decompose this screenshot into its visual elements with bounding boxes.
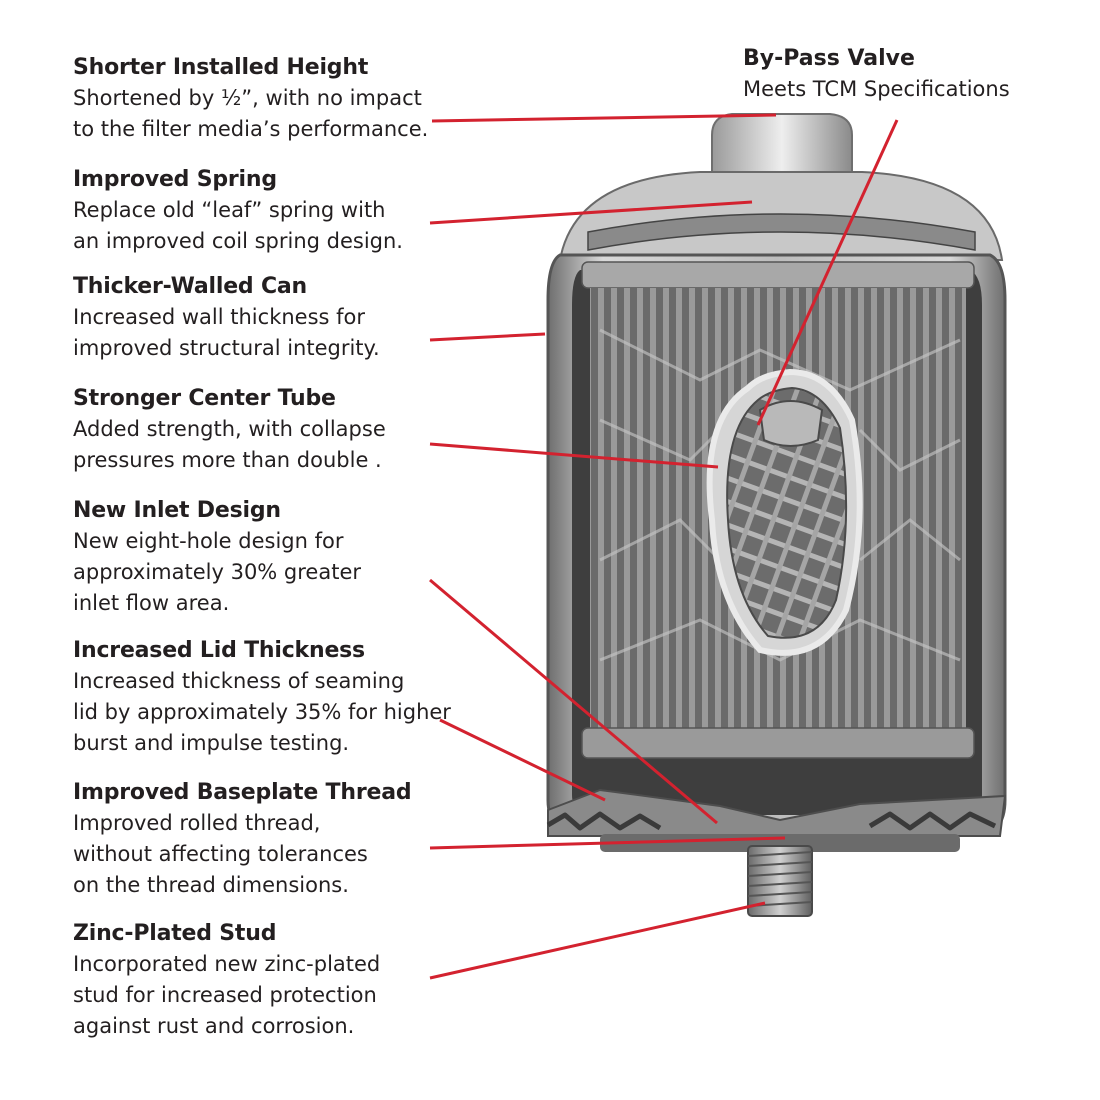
feature-title: Stronger Center Tube [73, 386, 336, 411]
feature-center-tube: Stronger Center Tube Added strength, wit… [73, 384, 493, 476]
lower-end-cap [581, 727, 975, 759]
feature-desc: Shortened by ½”, with no impact to the f… [73, 86, 429, 141]
filter-illustration [546, 113, 1007, 917]
callout-line-height [431, 113, 777, 123]
feature-inlet-design: New Inlet Design New eight-hole design f… [73, 496, 493, 619]
feature-desc: Improved rolled thread, without affectin… [73, 811, 368, 897]
upper-end-cap [581, 261, 975, 289]
feature-desc: New eight-hole design for approximately … [73, 529, 362, 615]
feature-baseplate-thread: Improved Baseplate Thread Improved rolle… [73, 778, 493, 901]
feature-zinc-stud: Zinc-Plated Stud Incorporated new zinc-p… [73, 919, 493, 1042]
feature-title: Increased Lid Thickness [73, 638, 365, 663]
gasket-folds [546, 811, 997, 831]
feature-desc: Added strength, with collapse pressures … [73, 417, 386, 472]
feature-desc: Replace old “leaf” spring with an improv… [73, 198, 403, 253]
feature-title: Zinc-Plated Stud [73, 921, 277, 946]
bypass-valve-title: By-Pass Valve [743, 46, 915, 71]
feature-desc: Incorporated new zinc-plated stud for in… [73, 952, 381, 1038]
feature-improved-spring: Improved Spring Replace old “leaf” sprin… [73, 165, 493, 257]
feature-title: New Inlet Design [73, 498, 281, 523]
bypass-valve-callout: By-Pass Valve Meets TCM Specifications [743, 44, 1083, 105]
callout-line-spring [429, 200, 753, 225]
bypass-valve-desc: Meets TCM Specifications [743, 77, 1010, 101]
top-cap [711, 113, 853, 183]
pleat-chevrons [599, 328, 961, 662]
feature-desc: Increased wall thickness for improved st… [73, 305, 380, 360]
feature-desc: Increased thickness of seaming lid by ap… [73, 669, 451, 755]
feature-title: Improved Spring [73, 167, 277, 192]
callout-lines [429, 113, 899, 980]
callout-line-can [429, 332, 546, 342]
feature-lid-thickness: Increased Lid Thickness Increased thickn… [73, 636, 493, 759]
base-plate [600, 834, 960, 852]
feature-title: Thicker-Walled Can [73, 274, 307, 299]
feature-title: Shorter Installed Height [73, 55, 369, 80]
feature-thicker-can: Thicker-Walled Can Increased wall thickn… [73, 272, 493, 364]
callout-line-inlet [429, 578, 718, 825]
center-tube [726, 386, 848, 639]
feature-title: Improved Baseplate Thread [73, 780, 412, 805]
feature-shorter-height: Shorter Installed Height Shortened by ½”… [73, 53, 493, 145]
callout-line-thread [429, 836, 786, 850]
callout-line-bypass [756, 119, 899, 426]
callout-line-lid [439, 718, 606, 802]
coil-spring [587, 213, 976, 251]
bypass-valve [758, 400, 824, 447]
callout-line-stud [429, 901, 766, 980]
callout-line-tube [429, 442, 719, 469]
stud-threads [747, 851, 813, 907]
